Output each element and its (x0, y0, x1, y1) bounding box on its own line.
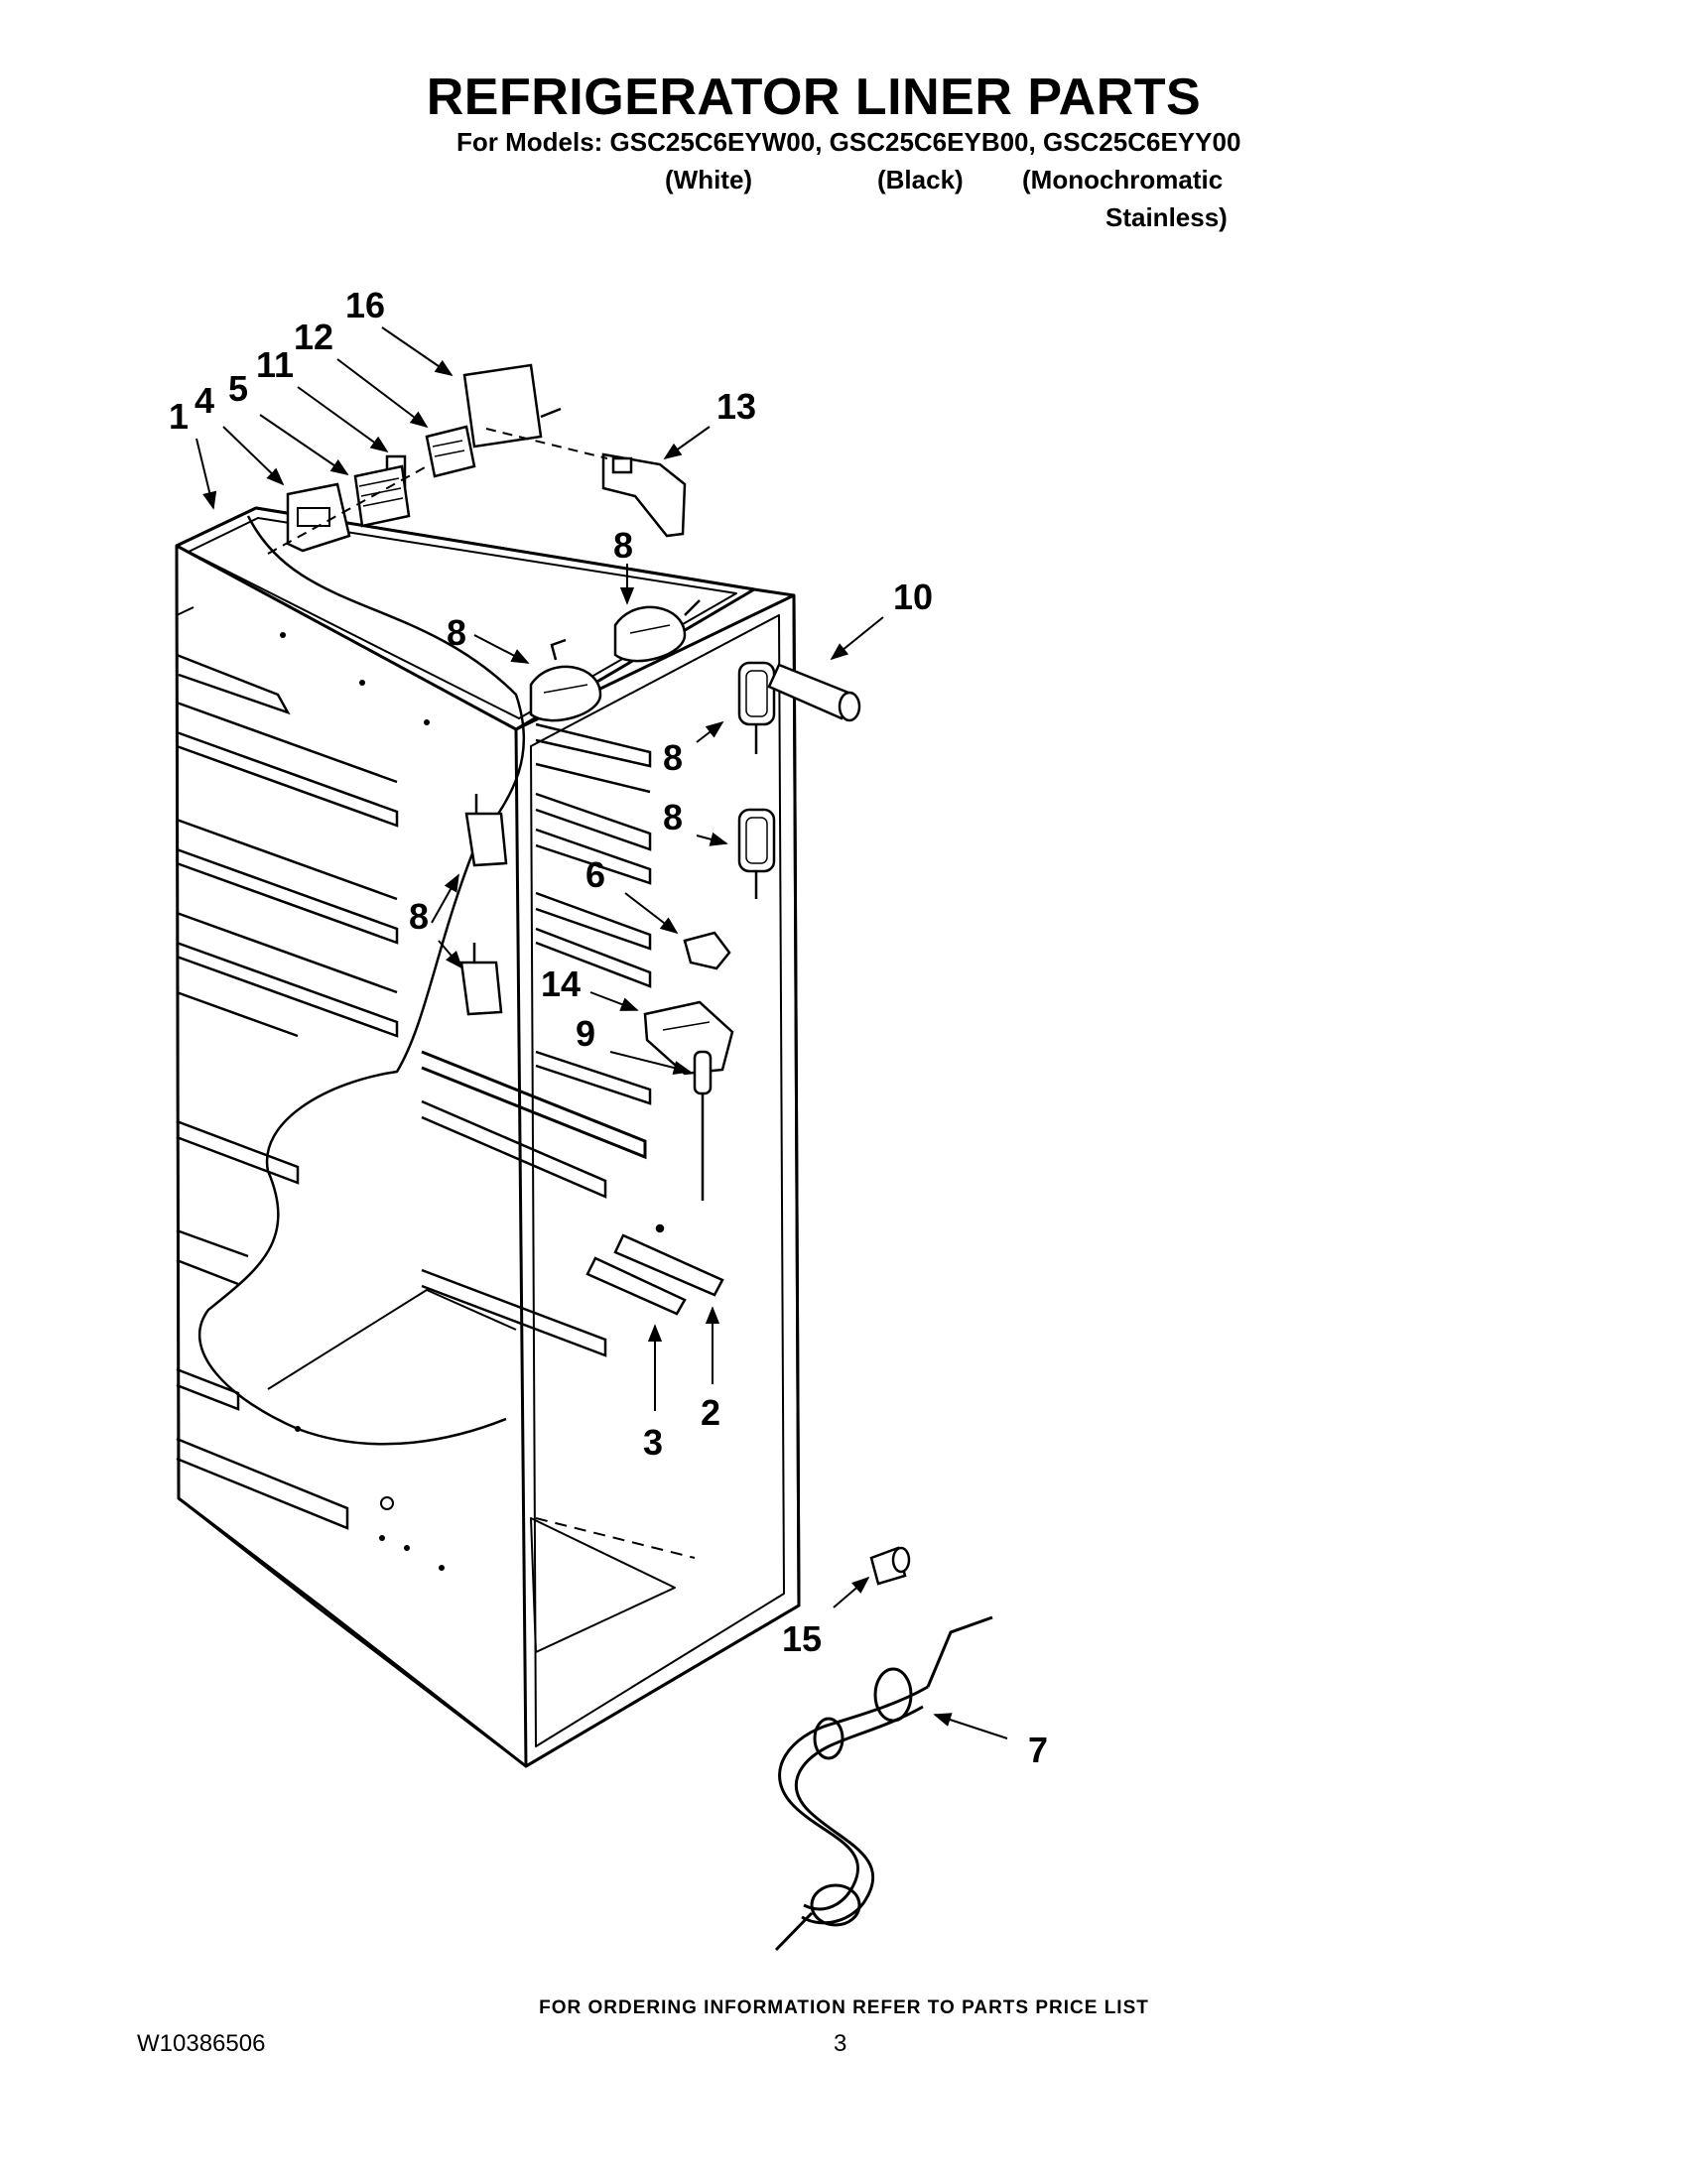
callout-16: 16 (345, 285, 385, 325)
callout-8-wall-lower: 8 (663, 797, 683, 837)
callout-10: 10 (893, 577, 933, 617)
callout-14: 14 (541, 964, 581, 1004)
variant-monochromatic: (Monochromatic (1022, 165, 1224, 194)
part-8-light-wall-lower (737, 808, 776, 899)
part-12-board (425, 425, 476, 478)
callout-13: 13 (716, 386, 756, 427)
mounting-holes (280, 632, 445, 1571)
part-8-light-wall-upper (737, 661, 776, 754)
callout-8-ceiling: 8 (447, 612, 466, 653)
models-line: For Models: GSC25C6EYW00, GSC25C6EYB00, … (456, 127, 1241, 157)
callout-arrows (195, 326, 1008, 1739)
page-title: REFRIGERATOR LINER PARTS (426, 68, 1202, 126)
callout-3: 3 (643, 1422, 663, 1463)
callout-2: 2 (701, 1392, 720, 1433)
variant-stainless: Stainless) (1105, 202, 1228, 232)
ordering-info: FOR ORDERING INFORMATION REFER TO PARTS … (539, 1997, 1149, 2018)
part-3-slide (585, 1256, 687, 1316)
callout-8-inner: 8 (409, 896, 429, 937)
dashed-guide-top (267, 428, 608, 555)
part-8-light-inner-lower (459, 943, 503, 1016)
variant-white: (White) (665, 165, 753, 194)
part-16-cover (462, 363, 562, 449)
callout-7: 7 (1028, 1730, 1048, 1770)
part-5-module (353, 464, 411, 528)
callout-1: 1 (169, 396, 189, 437)
callout-11: 11 (256, 344, 294, 385)
part-8-light-ceiling (529, 638, 602, 722)
part-15-fitting (869, 1546, 911, 1586)
liner-body (175, 506, 801, 1768)
callout-4: 4 (195, 380, 214, 421)
page-number: 3 (834, 2030, 847, 2057)
callout-9: 9 (576, 1013, 595, 1054)
callout-5: 5 (228, 368, 248, 409)
variant-black: (Black) (877, 165, 964, 194)
part-9-sensor (693, 1050, 713, 1201)
part-8-light-inner-upper (464, 794, 508, 867)
part-7-hose (774, 1615, 993, 1952)
part-8-light-top (613, 599, 701, 663)
part-13-bracket (601, 452, 687, 538)
left-wall-rails (176, 653, 399, 1530)
callout-15: 15 (782, 1618, 822, 1659)
right-wall-rails (421, 722, 665, 1357)
part-2-slide (613, 1233, 724, 1297)
callout-8-top: 8 (613, 525, 633, 566)
callout-numbers: 1 4 5 11 12 16 13 8 8 10 8 8 8 6 14 9 2 … (169, 285, 1048, 1770)
document-number: W10386506 (137, 2030, 266, 2057)
callout-8-wall-upper: 8 (663, 737, 683, 778)
part-6-clip (683, 931, 731, 970)
part-10-tube (767, 663, 861, 722)
callout-12: 12 (294, 317, 333, 357)
callout-6: 6 (585, 854, 605, 895)
